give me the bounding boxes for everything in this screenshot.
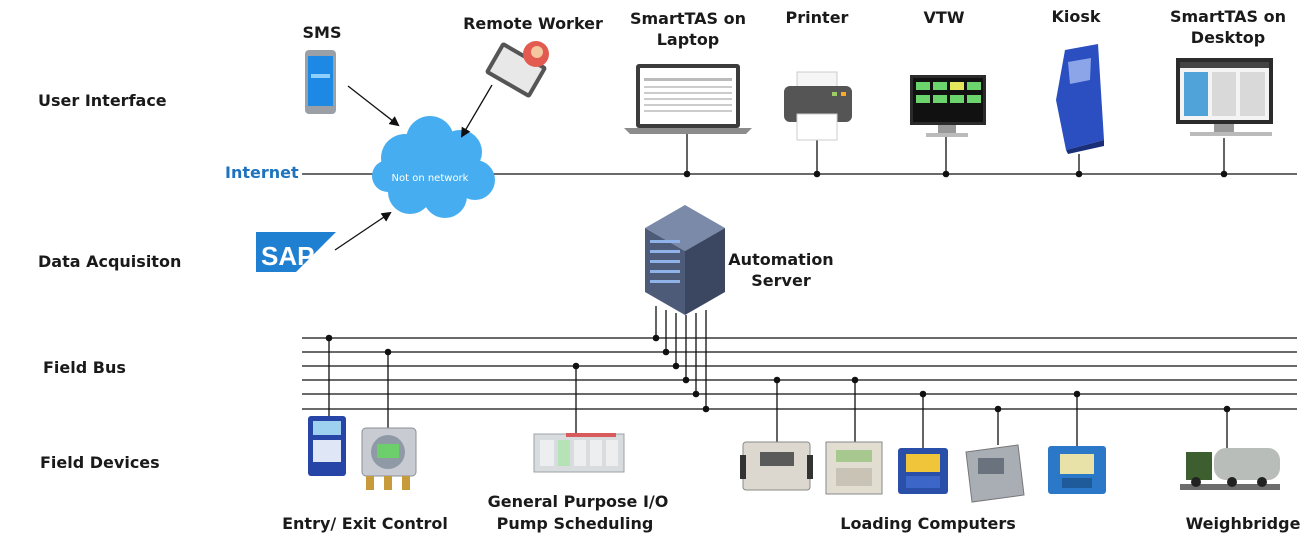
laptop-label-line1: SmartTAS on xyxy=(630,9,746,28)
entry-exit-label: Entry/ Exit Control xyxy=(282,514,448,533)
ui-drop-lines xyxy=(683,134,1228,178)
remote-worker-label: Remote Worker xyxy=(463,14,603,33)
printer-label: Printer xyxy=(786,8,849,27)
sap-arrow xyxy=(334,211,392,251)
row-label-field-devices: Field Devices xyxy=(40,453,160,472)
remote-worker-icon xyxy=(485,41,549,98)
sms-arrow xyxy=(347,85,400,127)
internet-label: Internet xyxy=(225,163,299,182)
loading-computer-icon xyxy=(740,441,813,491)
sap-logo: SAP xyxy=(256,232,336,272)
io-label-line2: Pump Scheduling xyxy=(497,514,654,533)
loading-label: Loading Computers xyxy=(840,514,1016,533)
svg-text:SAP: SAP xyxy=(261,241,314,271)
desktop-label-line1: SmartTAS on xyxy=(1170,7,1286,26)
laptop-label-line2: Laptop xyxy=(657,30,720,49)
io-label-line1: General Purpose I/O xyxy=(488,492,669,511)
kiosk-label: Kiosk xyxy=(1051,7,1100,26)
sms-label: SMS xyxy=(303,23,342,42)
remote-worker-arrow xyxy=(460,84,493,138)
loading-computer-icon xyxy=(898,448,948,494)
cloud-label: Not on network xyxy=(392,173,469,184)
loading-computer-icon xyxy=(965,444,1025,503)
monitor-icon xyxy=(910,75,986,137)
enclosure-icon xyxy=(361,427,417,490)
server-label-line1: Automation xyxy=(728,250,833,269)
server-rack-icon xyxy=(645,205,725,315)
cloud-icon xyxy=(372,116,495,218)
printer-icon xyxy=(784,71,852,141)
field-bus-lines xyxy=(302,337,1297,410)
server-label-line2: Server xyxy=(751,271,811,290)
desktop-label-line2: Desktop xyxy=(1191,28,1265,47)
row-label-data-acquisition: Data Acquisiton xyxy=(38,252,181,271)
truck-icon xyxy=(1180,448,1280,490)
server-bus-drops xyxy=(652,306,710,413)
field-device-drops xyxy=(325,334,1231,450)
phone-icon xyxy=(305,50,336,114)
loading-computer-icon xyxy=(825,441,883,495)
laptop-icon xyxy=(624,64,752,134)
io-module-icon xyxy=(533,433,625,473)
weighbridge-label: Weighbridge xyxy=(1186,514,1301,533)
vtw-label: VTW xyxy=(924,8,965,27)
kiosk-icon xyxy=(1056,44,1104,154)
access-terminal-icon xyxy=(308,416,346,476)
row-label-field-bus: Field Bus xyxy=(43,358,126,377)
row-label-user-interface: User Interface xyxy=(38,91,167,110)
loading-computer-icon xyxy=(1048,446,1106,494)
desktop-icon xyxy=(1176,58,1273,136)
